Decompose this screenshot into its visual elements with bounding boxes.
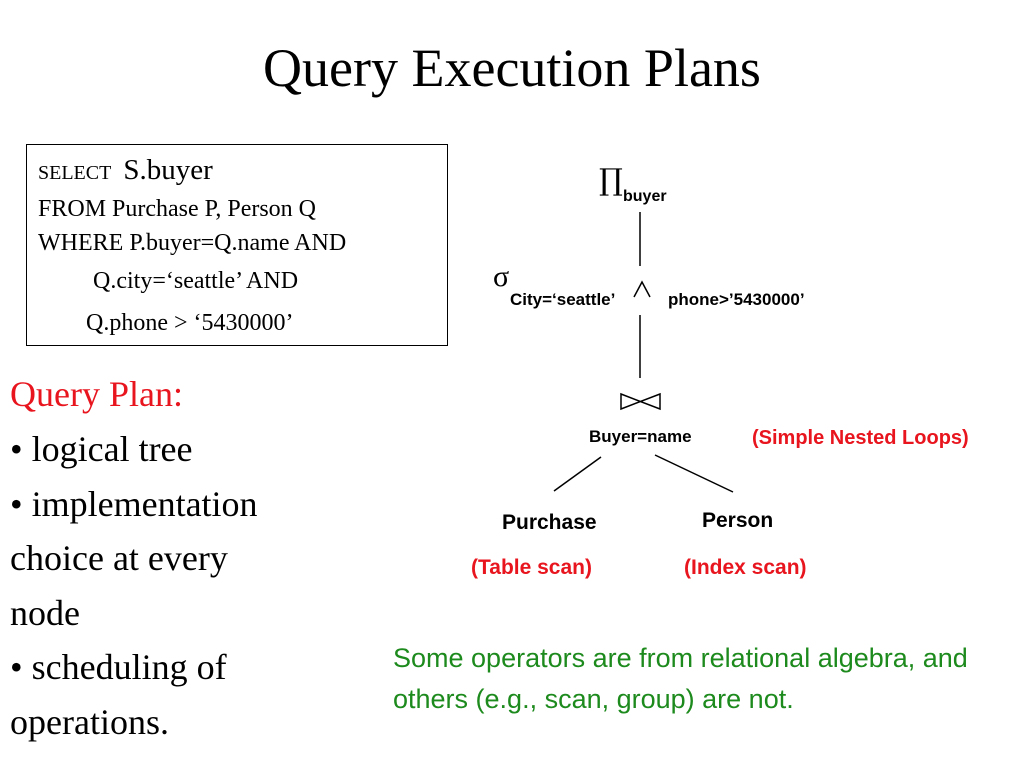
projection-subscript: buyer [623, 188, 667, 205]
sql-line-phone: Q.phone > ‘5430000’ [86, 310, 294, 336]
sql-query-box [26, 144, 448, 346]
person-implementation: (Index scan) [684, 556, 807, 579]
query-plan-heading: Query Plan: [10, 374, 183, 414]
edge-join-person [654, 454, 734, 493]
purchase-implementation: (Table scan) [471, 556, 592, 579]
query-plan-line: node [10, 593, 80, 633]
operators-note: Some operators are from relational algeb… [393, 643, 968, 714]
query-plan-line: choice at every [10, 538, 228, 578]
sql-line-select: SELECT S.buyer [38, 155, 213, 188]
slide-title: Query Execution Plans [263, 38, 761, 98]
query-plan-line: • logical tree [10, 429, 193, 469]
and-symbol-icon [633, 280, 651, 298]
selection-symbol: σ [493, 260, 510, 293]
join-implementation: (Simple Nested Loops) [752, 427, 969, 449]
sql-line-city: Q.city=‘seattle’ AND [93, 268, 299, 294]
leaf-person: Person [702, 509, 774, 532]
query-plan-line: operations. [10, 702, 169, 742]
select-keyword: SELECT [38, 162, 112, 184]
projection-symbol: ∏ [599, 163, 623, 198]
selection-condition-phone: phone>’5430000’ [668, 290, 805, 309]
sql-line-from: FROM Purchase P, Person Q [38, 196, 317, 222]
join-condition: Buyer=name [589, 427, 692, 446]
selection-condition-city: City=‘seattle’ [510, 290, 616, 309]
select-column: S.buyer [123, 154, 213, 186]
query-plan-line: • implementation [10, 484, 258, 524]
join-bowtie-icon [620, 392, 661, 411]
query-plan-line: • scheduling of [10, 647, 227, 687]
edge-join-purchase [553, 456, 602, 492]
leaf-purchase: Purchase [502, 511, 597, 534]
sql-line-where: WHERE P.buyer=Q.name AND [38, 230, 347, 256]
